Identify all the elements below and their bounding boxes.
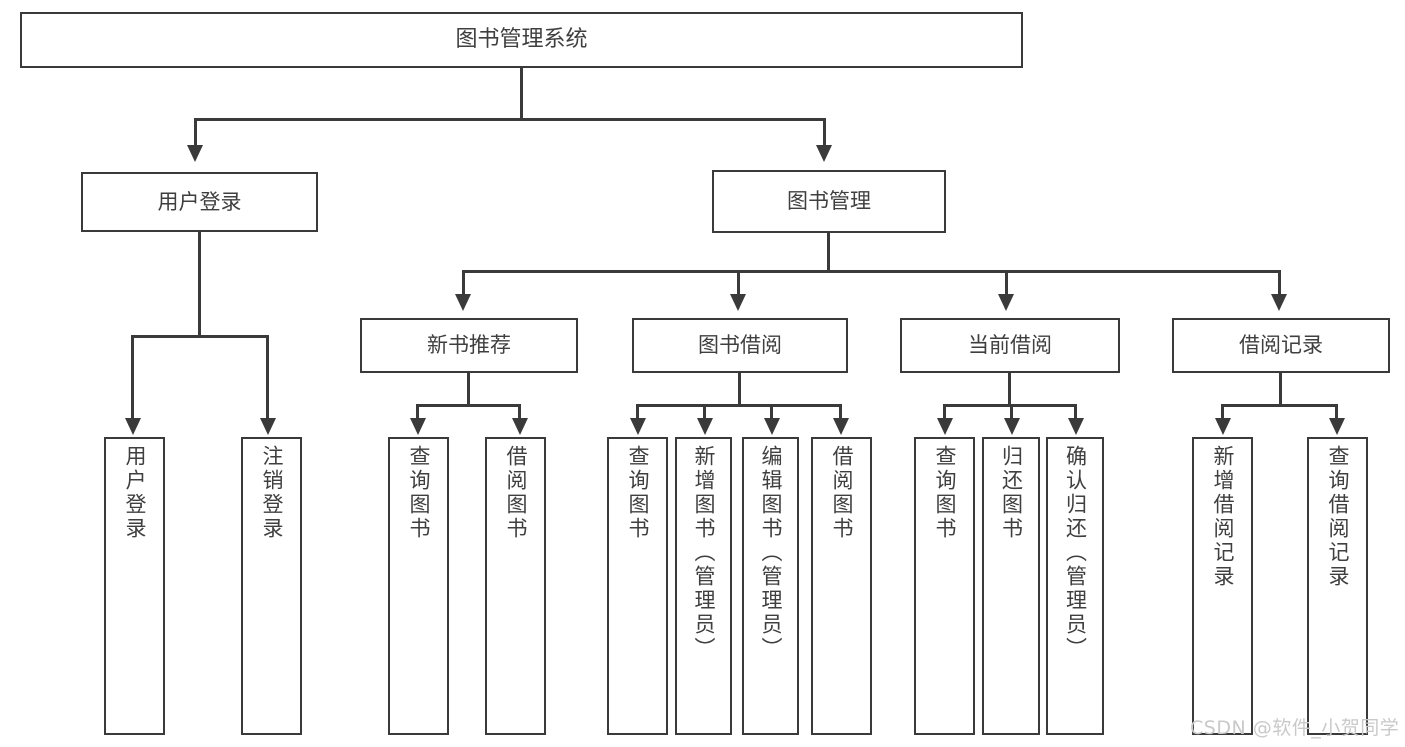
node-label: 新增图书（管理员） [692, 445, 716, 661]
connector-new-book-bus [416, 404, 521, 407]
node-label: 编辑图书（管理员） [759, 445, 783, 661]
arrowhead-to-new-book-recommend [455, 294, 471, 311]
node-label: 查询借阅记录 [1326, 445, 1350, 589]
connector-current-borrow-drop-1 [943, 404, 946, 420]
connector-current-borrow-drop-2 [1010, 404, 1013, 420]
node-label: 借阅图书 [504, 445, 528, 541]
leaf-borrow-record-query-record[interactable]: 查询借阅记录 [1307, 437, 1368, 735]
node-label: 借阅记录 [1239, 333, 1323, 358]
node-label: 用户登录 [123, 445, 147, 541]
arrowhead-leaf-borrow-record-2 [1329, 418, 1345, 435]
node-label: 新增借阅记录 [1211, 445, 1235, 589]
connector-book-borrow-drop-1 [636, 404, 639, 420]
leaf-book-borrow-query-books[interactable]: 查询图书 [607, 437, 668, 735]
node-user-login[interactable]: 用户登录 [81, 172, 318, 232]
connector-user-login-drop-2 [266, 335, 269, 420]
leaf-user-login-login[interactable]: 用户登录 [104, 437, 165, 735]
arrowhead-to-book-management [816, 145, 832, 162]
connector-new-book-stem [467, 373, 470, 407]
arrowhead-leaf-new-book-1 [410, 418, 426, 435]
connector-new-book-drop-2 [518, 404, 521, 420]
connector-level2-bus [462, 270, 1281, 273]
node-label: 用户登录 [157, 189, 242, 214]
node-label: 图书管理 [787, 189, 871, 214]
arrowhead-to-user-login [187, 145, 203, 162]
connector-level1-drop-right [823, 118, 826, 145]
leaf-book-borrow-edit-book-admin[interactable]: 编辑图书（管理员） [742, 437, 799, 735]
arrowhead-leaf-book-borrow-1 [630, 418, 646, 435]
leaf-borrow-record-add-record[interactable]: 新增借阅记录 [1192, 437, 1253, 735]
node-label: 归还图书 [999, 445, 1024, 541]
leaf-book-borrow-add-book-admin[interactable]: 新增图书（管理员） [675, 437, 732, 735]
connector-current-borrow-stem [1008, 373, 1011, 407]
node-current-borrow[interactable]: 当前借阅 [900, 318, 1120, 373]
arrowhead-leaf-current-borrow-1 [937, 418, 953, 435]
connector-level2-drop-4 [1278, 270, 1281, 296]
node-label: 当前借阅 [968, 333, 1052, 358]
node-label: 查询图书 [407, 445, 431, 541]
node-book-management[interactable]: 图书管理 [712, 170, 946, 233]
node-label: 图书管理系统 [455, 27, 588, 53]
node-label: 新书推荐 [427, 333, 511, 358]
node-root-book-management-system[interactable]: 图书管理系统 [20, 12, 1023, 68]
connector-level1-bus [194, 118, 826, 121]
arrowhead-leaf-user-login-2 [260, 418, 276, 435]
connector-user-login-stem [198, 232, 201, 336]
node-label: 查询图书 [933, 445, 957, 541]
node-borrow-record[interactable]: 借阅记录 [1172, 318, 1390, 373]
connector-new-book-drop-1 [416, 404, 419, 420]
connector-root-stem [520, 68, 523, 119]
connector-borrow-record-drop-2 [1335, 404, 1338, 420]
node-new-book-recommend[interactable]: 新书推荐 [360, 318, 578, 373]
connector-level2-drop-2 [737, 270, 740, 296]
leaf-new-book-borrow-books[interactable]: 借阅图书 [485, 437, 546, 735]
arrowhead-to-borrow-record [1271, 294, 1287, 311]
connector-user-login-bus [131, 335, 269, 338]
connector-level2-drop-1 [462, 270, 465, 296]
node-label: 图书借阅 [698, 333, 782, 358]
connector-book-borrow-drop-2 [703, 404, 706, 420]
arrowhead-to-current-borrow [998, 294, 1014, 311]
connector-level1-drop-left [194, 118, 197, 145]
arrowhead-leaf-user-login-1 [125, 418, 141, 435]
connector-book-borrow-bus [636, 404, 842, 407]
arrowhead-leaf-borrow-record-1 [1215, 418, 1231, 435]
connector-book-borrow-stem [738, 373, 741, 407]
connector-borrow-record-drop-1 [1221, 404, 1224, 420]
arrowhead-leaf-book-borrow-3 [764, 418, 780, 435]
arrowhead-leaf-book-borrow-4 [833, 418, 849, 435]
arrowhead-leaf-new-book-2 [512, 418, 528, 435]
node-book-borrow[interactable]: 图书借阅 [632, 318, 848, 373]
arrowhead-leaf-current-borrow-2 [1004, 418, 1020, 435]
leaf-new-book-query-books[interactable]: 查询图书 [388, 437, 449, 735]
arrowhead-to-book-borrow [730, 294, 746, 311]
connector-borrow-record-bus [1221, 404, 1338, 407]
connector-book-management-stem [827, 233, 830, 273]
arrowhead-leaf-current-borrow-3 [1068, 418, 1084, 435]
connector-current-borrow-drop-3 [1074, 404, 1077, 420]
leaf-user-login-logout[interactable]: 注销登录 [241, 437, 302, 735]
connector-borrow-record-stem [1279, 373, 1282, 407]
leaf-current-borrow-return-books[interactable]: 归还图书 [982, 437, 1040, 735]
connector-level2-drop-3 [1005, 270, 1008, 296]
node-label: 注销登录 [260, 445, 284, 541]
node-label: 确认归还（管理员） [1063, 445, 1088, 661]
arrowhead-leaf-book-borrow-2 [697, 418, 713, 435]
connector-user-login-drop-1 [131, 335, 134, 420]
connector-book-borrow-drop-4 [839, 404, 842, 420]
leaf-current-borrow-confirm-return-admin[interactable]: 确认归还（管理员） [1046, 437, 1104, 735]
node-label: 查询图书 [626, 445, 650, 541]
leaf-book-borrow-borrow-books[interactable]: 借阅图书 [811, 437, 872, 735]
node-label: 借阅图书 [830, 445, 854, 541]
connector-book-borrow-drop-3 [770, 404, 773, 420]
watermark-text: CSDN @软件_小贺同学 [1190, 717, 1400, 739]
leaf-current-borrow-query-books[interactable]: 查询图书 [914, 437, 975, 735]
